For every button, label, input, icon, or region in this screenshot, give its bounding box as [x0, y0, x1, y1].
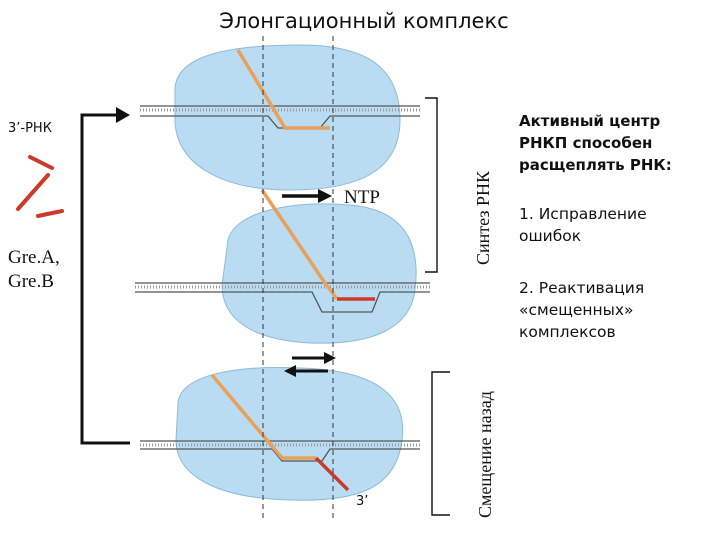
backtracking-bracket — [431, 371, 450, 516]
polymerase-blob-1 — [174, 44, 401, 191]
diagram-title: Элонгационный комплекс — [219, 9, 508, 33]
gre-factors-label-line2: Gre.B — [8, 271, 54, 292]
panel-item2-line-1: 2. Реактивация — [519, 279, 644, 297]
backtrack-arrows — [284, 352, 336, 377]
dna-duplex-2 — [135, 282, 430, 313]
panel-item1-line-1: 1. Исправление — [519, 205, 647, 223]
rna-transcript-3-orange — [210, 373, 316, 460]
cleaved-rna-fragments — [16, 155, 64, 218]
rna-transcript-1 — [236, 49, 330, 130]
cleavage-loop-arrow — [80, 107, 130, 445]
dna-duplex-3 — [140, 440, 420, 462]
panel-heading-line-2: РНКП способен — [519, 134, 652, 152]
ntp-label: NTP — [344, 187, 380, 208]
complex-2 — [135, 189, 430, 344]
gre-factors-label-line1: Gre.A, — [8, 247, 60, 268]
ntp-arrow — [282, 189, 332, 203]
complex-3 — [140, 367, 420, 501]
panel-heading-line-3: расщеплять РНК: — [519, 156, 672, 174]
rna-3prime-label: 3’-РНК — [8, 121, 52, 136]
panel-item2-line-3: комплексов — [519, 323, 616, 341]
synthesis-bracket — [425, 97, 438, 273]
synthesis-bracket-label: Синтез РНК — [473, 170, 493, 265]
polymerase-blob-3 — [175, 367, 404, 501]
rna-3prime-end-label: 3’ — [356, 494, 368, 509]
complex-1 — [140, 44, 420, 191]
rna-transcript-2-orange — [260, 189, 339, 301]
panel-item2-line-2: «смещенных» — [519, 301, 634, 319]
panel-item1-line-2: ошибок — [519, 227, 581, 245]
backtracking-bracket-label: Смещение назад — [475, 391, 495, 518]
rna-transcript-3-red — [314, 456, 350, 492]
right-panel: Активный центр РНКП способен расщеплять … — [519, 112, 672, 341]
panel-heading-line-1: Активный центр — [519, 112, 660, 130]
